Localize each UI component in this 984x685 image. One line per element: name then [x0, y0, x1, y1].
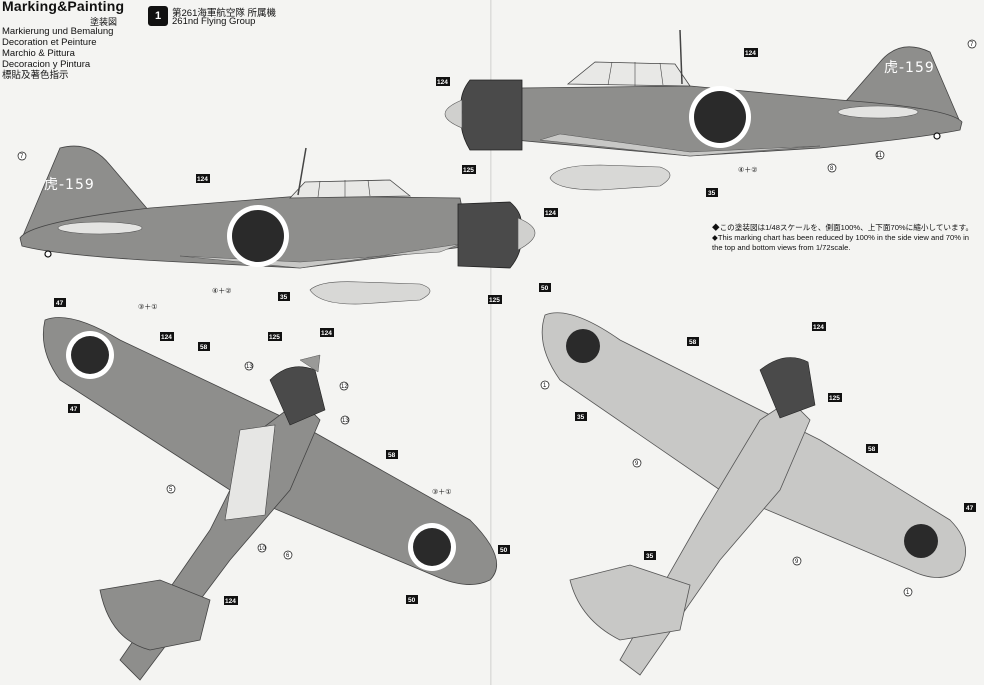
lang-spanish: Decoracion y Pintura — [2, 59, 91, 70]
unit-name-jp: 第261海軍航空隊 所属機 — [172, 8, 276, 19]
callout-47-c: 47 — [966, 505, 974, 512]
hinomaru-bottom-right-wing — [904, 524, 938, 558]
hinomaru — [232, 210, 284, 262]
hinomaru-top-left-wing — [71, 336, 109, 374]
unit-number-badge: 1 — [148, 6, 168, 26]
callout-124-a: 124 — [197, 176, 208, 183]
bottom-view — [541, 312, 967, 676]
callout-7-a: 7 — [20, 154, 24, 160]
callout-1-b: 1 — [906, 590, 910, 596]
lang-italian: Marchio & Pittura — [2, 48, 75, 59]
callout-124-d: 124 — [437, 79, 448, 86]
callout-5: 5 — [169, 487, 173, 493]
page-title: Marking&Painting — [2, 0, 125, 14]
hinomaru-top-right-wing — [413, 528, 451, 566]
callout-47-a: 47 — [56, 300, 64, 307]
callout-9-a: 9 — [635, 461, 639, 467]
callout-50-c: 50 — [541, 285, 549, 292]
callout-124-h: 124 — [813, 324, 824, 331]
callout-35-d: 35 — [646, 553, 654, 560]
page-fold — [490, 0, 492, 685]
hinomaru-bottom-left-wing — [566, 329, 600, 363]
callout-124-b: 124 — [545, 210, 556, 217]
callout-4plus2-a: ④＋② — [212, 287, 232, 295]
callout-58-d: 58 — [868, 446, 876, 453]
scale-note-jp: ◆この塗装図は1/48スケールを、側面100%、上下面70%に縮小しています。 — [712, 223, 974, 232]
callout-125-c: 125 — [269, 334, 280, 341]
callout-3plus1-a: ③＋① — [138, 303, 158, 311]
callout-124-c: 124 — [745, 50, 756, 57]
tail-code-right: 虎-159 — [884, 60, 935, 76]
callout-10: 10 — [259, 546, 266, 552]
callout-8: 8 — [830, 166, 834, 172]
callout-9-b: 9 — [795, 559, 799, 565]
callout-6: 6 — [286, 553, 290, 559]
callout-50-a: 50 — [500, 547, 508, 554]
callout-35-c: 35 — [577, 414, 585, 421]
callout-7-b: 7 — [970, 42, 974, 48]
lang-chinese: 標貼及著色指示 — [2, 70, 69, 81]
callout-4plus2-b: ④＋② — [738, 166, 758, 174]
callout-58-b: 58 — [388, 452, 396, 459]
callout-58-a: 58 — [200, 344, 208, 351]
callout-58-c: 58 — [689, 339, 697, 346]
callout-13-b: 13 — [342, 418, 349, 424]
tail-code: 虎-159 — [44, 177, 95, 193]
hinomaru-right-profile — [694, 91, 746, 143]
left-side-profile: 虎-159 — [19, 145, 536, 305]
callout-3plus1-b: ③＋① — [432, 488, 452, 496]
callout-1-a: 1 — [543, 383, 547, 389]
jp-subtitle: 塗装図 — [90, 17, 118, 27]
callout-35-b: 35 — [708, 190, 716, 197]
callout-124-e: 124 — [161, 334, 172, 341]
callout-125-a: 125 — [489, 297, 500, 304]
callout-47-b: 47 — [70, 406, 78, 413]
callout-124-f: 124 — [321, 330, 332, 337]
scale-note-en-1: ◆This marking chart has been reduced by … — [712, 233, 970, 242]
language-list: Markierung und Bemalung Decoration et Pe… — [2, 26, 113, 81]
callout-11: 11 — [876, 153, 883, 159]
callouts: 124 124 125 35 ④＋② 7 124 124 125 35 ④＋② … — [17, 39, 977, 605]
top-view — [42, 317, 498, 681]
callout-125-b: 125 — [463, 167, 474, 174]
scale-note: ◆この塗装図は1/48スケールを、側面100%、上下面70%に縮小しています。 … — [712, 223, 980, 253]
callout-12: 12 — [341, 384, 348, 390]
callout-50-b: 50 — [408, 597, 416, 604]
lang-french: Decoration et Peinture — [2, 37, 97, 48]
unit-name-en: 261nd Flying Group — [172, 16, 256, 27]
callout-35-a: 35 — [280, 294, 288, 301]
scale-note-en-2: the top and bottom views from 1/72scale. — [712, 243, 851, 252]
callout-125-d: 125 — [829, 395, 840, 402]
callout-13-a: 13 — [246, 364, 253, 370]
right-side-profile: 虎-159 — [444, 29, 963, 191]
lang-german: Markierung und Bemalung — [2, 26, 114, 37]
callout-124-g: 124 — [225, 598, 236, 605]
